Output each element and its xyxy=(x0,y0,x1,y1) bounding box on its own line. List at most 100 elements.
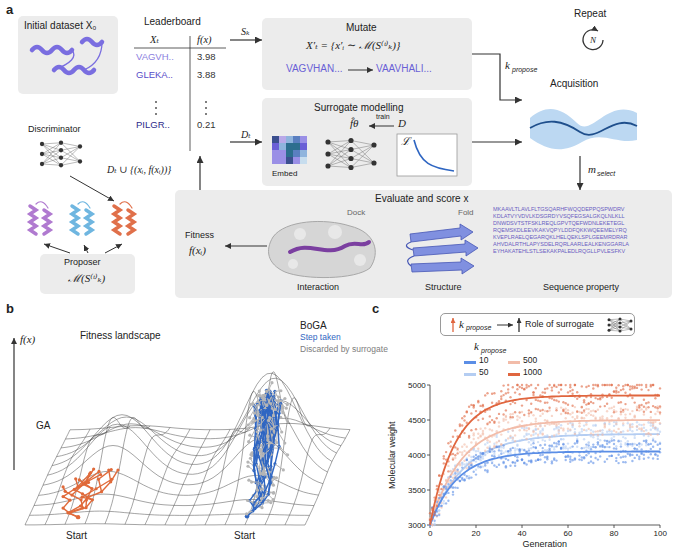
svg-line xyxy=(134,48,226,49)
data-point xyxy=(624,413,626,415)
data-point xyxy=(532,434,534,436)
data-point xyxy=(615,410,617,412)
data-point xyxy=(546,455,548,457)
data-point xyxy=(657,444,659,446)
search-point xyxy=(248,416,251,419)
data-point xyxy=(496,466,498,468)
data-point xyxy=(516,419,518,421)
data-point xyxy=(553,448,555,450)
data-point xyxy=(470,456,472,458)
data-point xyxy=(546,420,548,422)
data-point xyxy=(502,461,504,463)
data-point xyxy=(516,384,518,386)
data-point xyxy=(613,443,615,445)
data-point xyxy=(617,417,619,419)
svg-line xyxy=(348,70,373,71)
mesh-line xyxy=(265,398,310,525)
mean-line xyxy=(430,420,660,525)
data-point xyxy=(631,385,633,387)
search-point xyxy=(285,407,288,410)
data-point xyxy=(645,384,647,386)
data-point xyxy=(509,396,511,398)
data-point xyxy=(634,443,636,445)
network-link xyxy=(351,141,374,164)
search-point xyxy=(275,441,278,444)
data-point xyxy=(624,442,626,444)
data-point xyxy=(647,432,649,434)
data-point xyxy=(482,453,484,455)
search-step xyxy=(256,442,259,464)
data-point xyxy=(546,449,548,451)
data-point xyxy=(443,457,445,459)
data-point xyxy=(498,446,500,448)
data-point xyxy=(565,456,567,458)
data-point xyxy=(576,411,578,413)
data-point xyxy=(535,446,537,448)
data-point xyxy=(620,443,622,445)
data-point xyxy=(535,387,537,389)
data-point xyxy=(615,423,617,425)
data-point xyxy=(447,470,449,472)
svg-line xyxy=(522,525,523,528)
data-point xyxy=(542,447,544,449)
data-point xyxy=(539,400,541,402)
data-point xyxy=(542,409,544,411)
data-point xyxy=(523,429,525,431)
data-point xyxy=(590,401,592,403)
data-point xyxy=(500,453,502,455)
data-point xyxy=(532,414,534,416)
data-point xyxy=(537,428,539,430)
data-point xyxy=(581,417,583,419)
data-point xyxy=(525,384,527,386)
data-point xyxy=(650,411,652,413)
mesh-line xyxy=(85,418,130,524)
data-point xyxy=(659,422,661,424)
data-point xyxy=(516,444,518,446)
data-point xyxy=(617,384,619,386)
data-point xyxy=(438,474,440,476)
data-point xyxy=(512,461,514,463)
mesh-line xyxy=(39,471,319,495)
search-step xyxy=(257,432,260,442)
data-point xyxy=(643,454,645,456)
data-point xyxy=(484,443,486,445)
svg-line xyxy=(614,525,615,528)
data-point xyxy=(470,404,472,406)
data-point xyxy=(567,448,569,450)
data-point xyxy=(606,410,608,412)
data-point xyxy=(611,455,613,457)
data-point xyxy=(528,412,530,414)
search-step xyxy=(266,466,270,481)
svg-path xyxy=(54,42,102,70)
svg-path xyxy=(30,206,36,234)
data-point xyxy=(565,408,567,410)
search-step xyxy=(83,475,101,484)
search-point xyxy=(266,435,269,438)
data-point xyxy=(555,445,557,447)
data-point xyxy=(613,435,615,437)
data-point xyxy=(583,429,585,431)
data-point xyxy=(597,443,599,445)
data-point xyxy=(512,413,514,415)
data-point xyxy=(438,509,440,511)
data-point xyxy=(558,440,560,442)
data-point xyxy=(535,399,537,401)
data-point xyxy=(445,451,447,453)
data-point xyxy=(613,406,615,408)
data-point xyxy=(486,392,488,394)
svg-line xyxy=(430,525,660,526)
data-point xyxy=(551,445,553,447)
search-step xyxy=(255,400,261,413)
data-point xyxy=(636,406,638,408)
data-point xyxy=(636,384,638,386)
search-point xyxy=(273,408,276,411)
data-point xyxy=(489,441,491,443)
data-point xyxy=(654,413,656,415)
data-point xyxy=(574,458,576,460)
data-point xyxy=(482,430,484,432)
data-point xyxy=(555,442,557,444)
svg-path xyxy=(44,210,50,234)
data-point xyxy=(565,384,567,386)
data-point xyxy=(647,401,649,403)
data-point xyxy=(604,384,606,386)
